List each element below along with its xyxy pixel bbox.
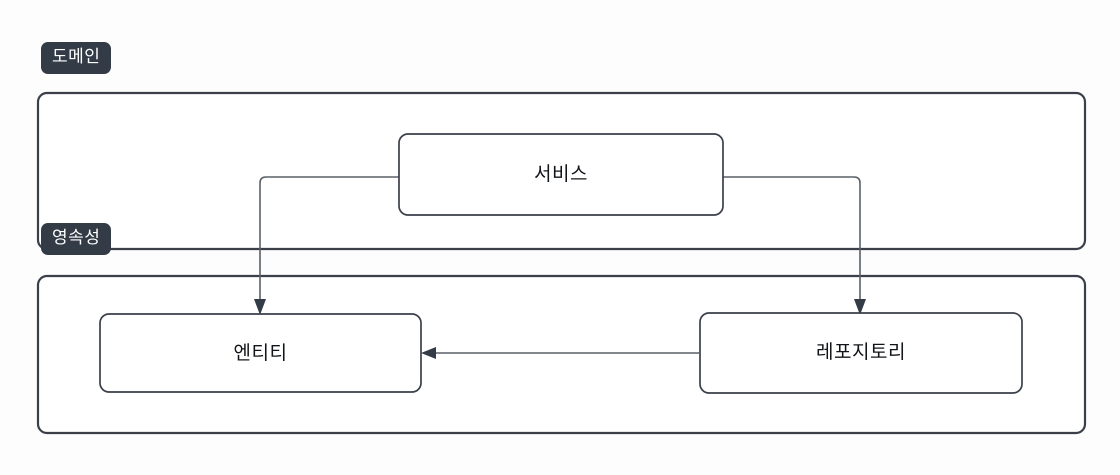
edge-service-to-repository [723, 176, 861, 300]
edge-service-to-entity [259, 176, 399, 300]
arrowhead-service-to-repository [854, 299, 866, 315]
node-label-service: 서비스 [534, 163, 588, 185]
zone-badge-domain: 도메인 [41, 42, 112, 74]
arrowhead-service-to-entity [254, 299, 266, 315]
node-box-entity[interactable] [99, 313, 422, 393]
zone-badge-persistence: 영속성 [41, 223, 112, 255]
node-box-repository[interactable] [699, 312, 1023, 394]
node-box-service[interactable] [398, 133, 724, 216]
node-label-repository: 레포지토리 [816, 341, 906, 363]
node-label-entity: 엔티티 [233, 342, 288, 364]
arrowhead-repository-to-entity [421, 347, 436, 359]
